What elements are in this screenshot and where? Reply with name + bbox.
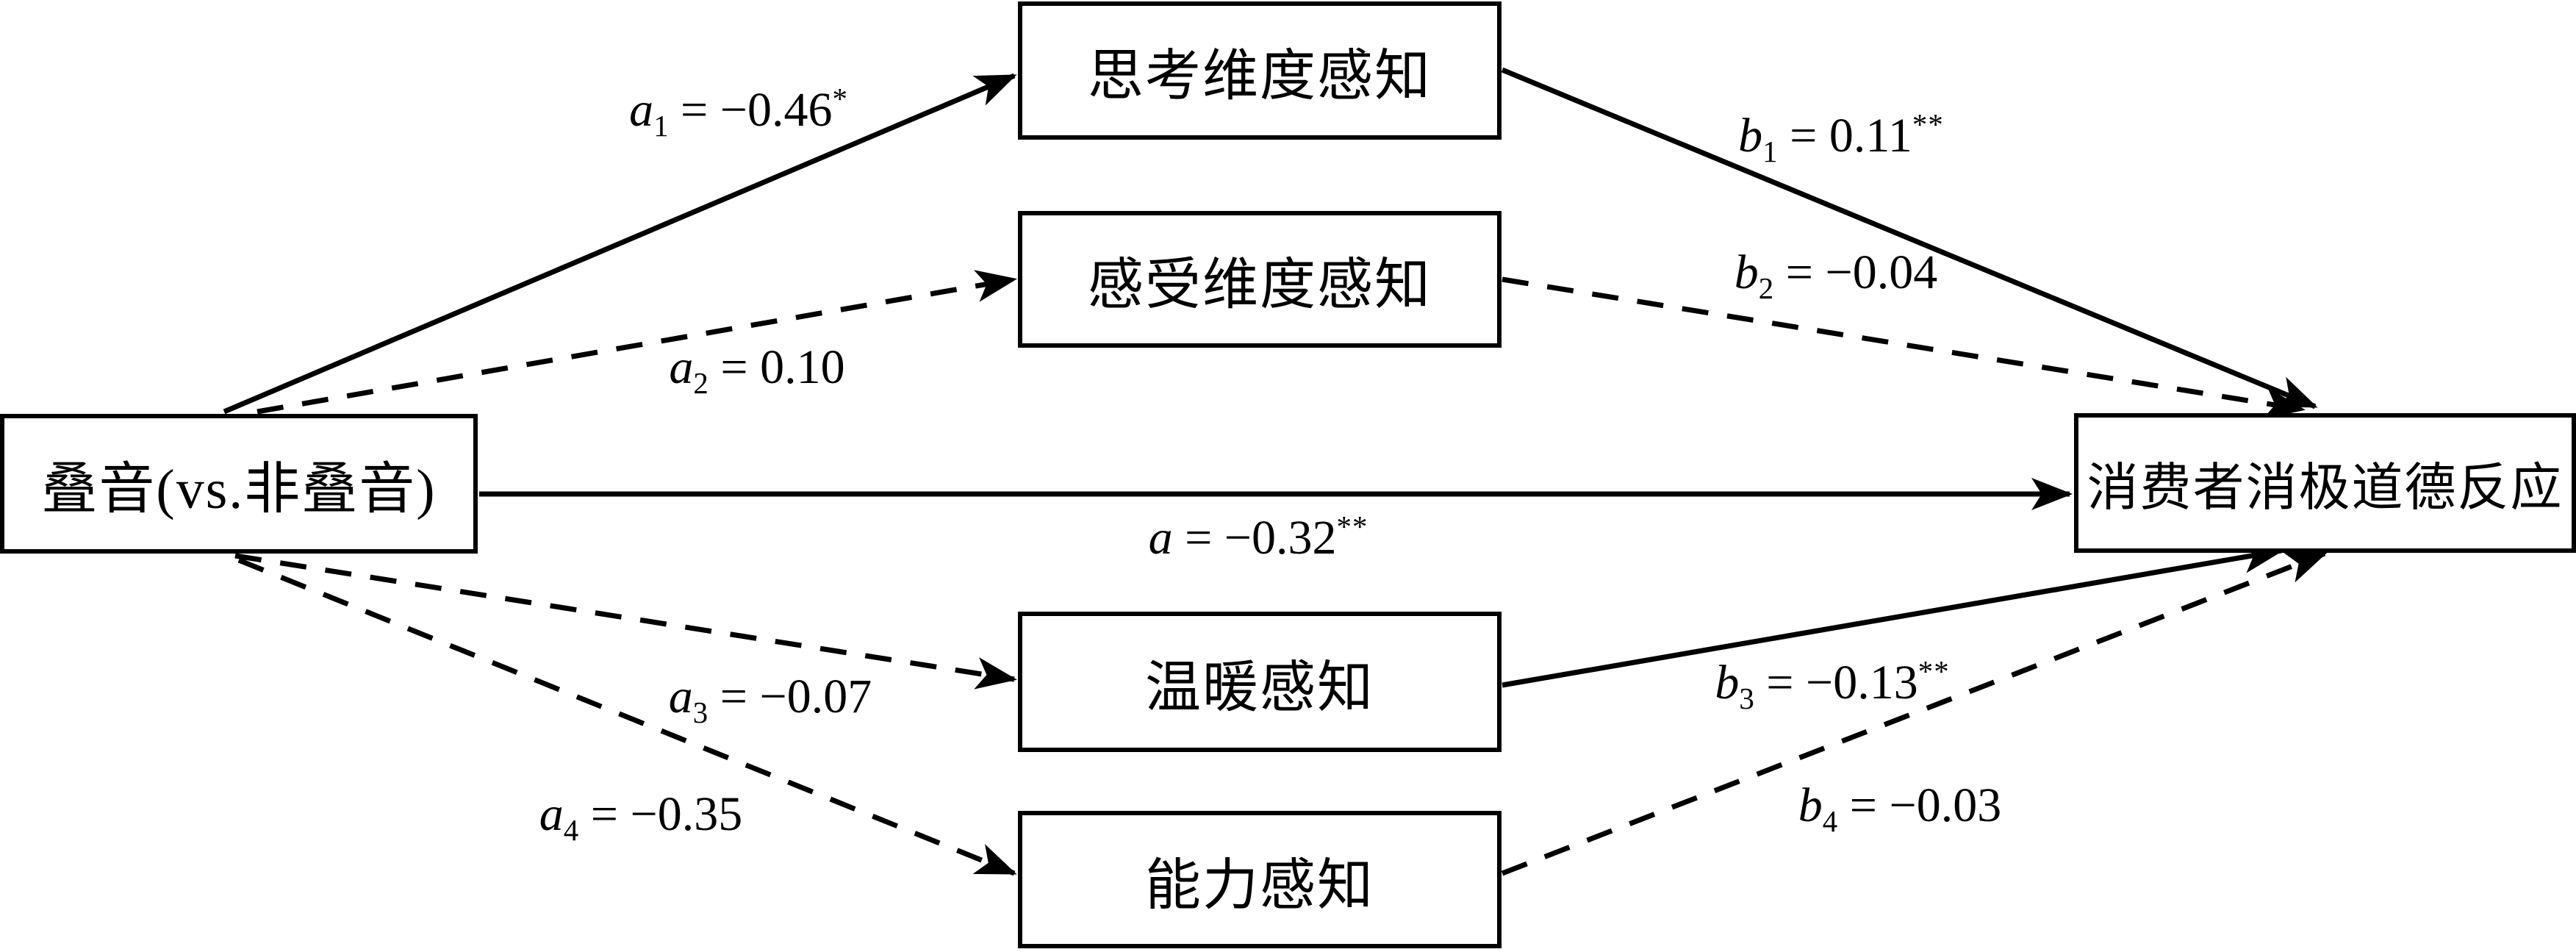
label-a3-value: = −0.07 (708, 670, 872, 723)
label-a2-value: = 0.10 (708, 340, 845, 394)
node-outcome-label: 消费者消极道德反应 (2087, 459, 2564, 517)
label-a2-symbol: a (669, 340, 694, 394)
arrow-a2 (256, 270, 1017, 415)
label-a1-value: = −0.46 (668, 83, 833, 137)
label-a2: a2 = 0.10 (669, 340, 845, 399)
label-a4: a4 = −0.35 (539, 787, 743, 846)
node-predictor-label: 叠音(vs.非叠音) (41, 459, 437, 520)
label-direct: a = −0.32** (1148, 511, 1368, 565)
label-b1-subscript: 1 (1762, 135, 1778, 169)
node-mediator-thinking-label: 思考维度感知 (1088, 46, 1432, 107)
label-direct-significance: ** (1336, 510, 1368, 543)
label-b3-significance: ** (1917, 655, 1950, 688)
label-b2-subscript: 2 (1758, 272, 1774, 306)
label-direct-symbol: a (1148, 511, 1173, 565)
label-direct-value: = −0.32 (1172, 511, 1337, 565)
label-b1: b1 = 0.11** (1738, 109, 1944, 167)
arrow-b1 (1501, 67, 2318, 409)
label-b3: b3 = −0.13** (1715, 656, 1949, 714)
label-b3-subscript: 3 (1739, 682, 1754, 716)
label-b1-symbol: b (1738, 109, 1763, 162)
label-a2-subscript: 2 (693, 367, 708, 401)
arrow-a4 (237, 557, 1017, 876)
node-mediator-warmth-label: 温暖感知 (1145, 656, 1374, 719)
label-a1-significance: * (832, 82, 848, 115)
arrow-a1 (223, 73, 1017, 415)
arrow-b3 (1502, 541, 2284, 688)
node-mediator-competence-label: 能力感知 (1145, 854, 1374, 917)
node-mediator-feeling-label: 感受维度感知 (1088, 254, 1432, 316)
label-b3-value: = −0.13 (1754, 656, 1918, 709)
label-b4: b4 = −0.03 (1798, 779, 2002, 837)
node-predictor: 叠音(vs.非叠音) (0, 414, 478, 554)
node-mediator-thinking: 思考维度感知 (1018, 1, 1502, 140)
arrow-b4 (1501, 551, 2328, 876)
label-b1-significance: ** (1912, 108, 1944, 141)
label-a1: a1 = −0.46* (629, 83, 848, 141)
label-b2-symbol: b (1734, 246, 1759, 299)
label-a3: a3 = −0.07 (668, 670, 872, 729)
arrow-a3 (234, 553, 1017, 690)
label-a4-symbol: a (539, 787, 564, 841)
label-b4-subscript: 4 (1822, 805, 1838, 839)
label-a3-symbol: a (668, 670, 693, 723)
label-a1-symbol: a (629, 83, 654, 137)
label-b2-value: = −0.04 (1773, 246, 1938, 299)
label-b4-value: = −0.03 (1837, 779, 2002, 832)
label-b3-symbol: b (1715, 656, 1740, 709)
label-b1-value: = 0.11 (1777, 109, 1912, 162)
node-mediator-warmth: 温暖感知 (1018, 612, 1502, 752)
label-a4-subscript: 4 (563, 814, 579, 848)
label-a3-subscript: 3 (692, 696, 708, 730)
label-b4-symbol: b (1798, 779, 1823, 832)
label-b2: b2 = −0.04 (1734, 246, 1938, 304)
node-mediator-feeling: 感受维度感知 (1018, 211, 1502, 348)
node-mediator-competence: 能力感知 (1018, 811, 1502, 948)
label-a1-subscript: 1 (653, 110, 669, 143)
node-outcome: 消费者消极道德反应 (2074, 413, 2576, 553)
label-a4-value: = −0.35 (578, 787, 743, 841)
